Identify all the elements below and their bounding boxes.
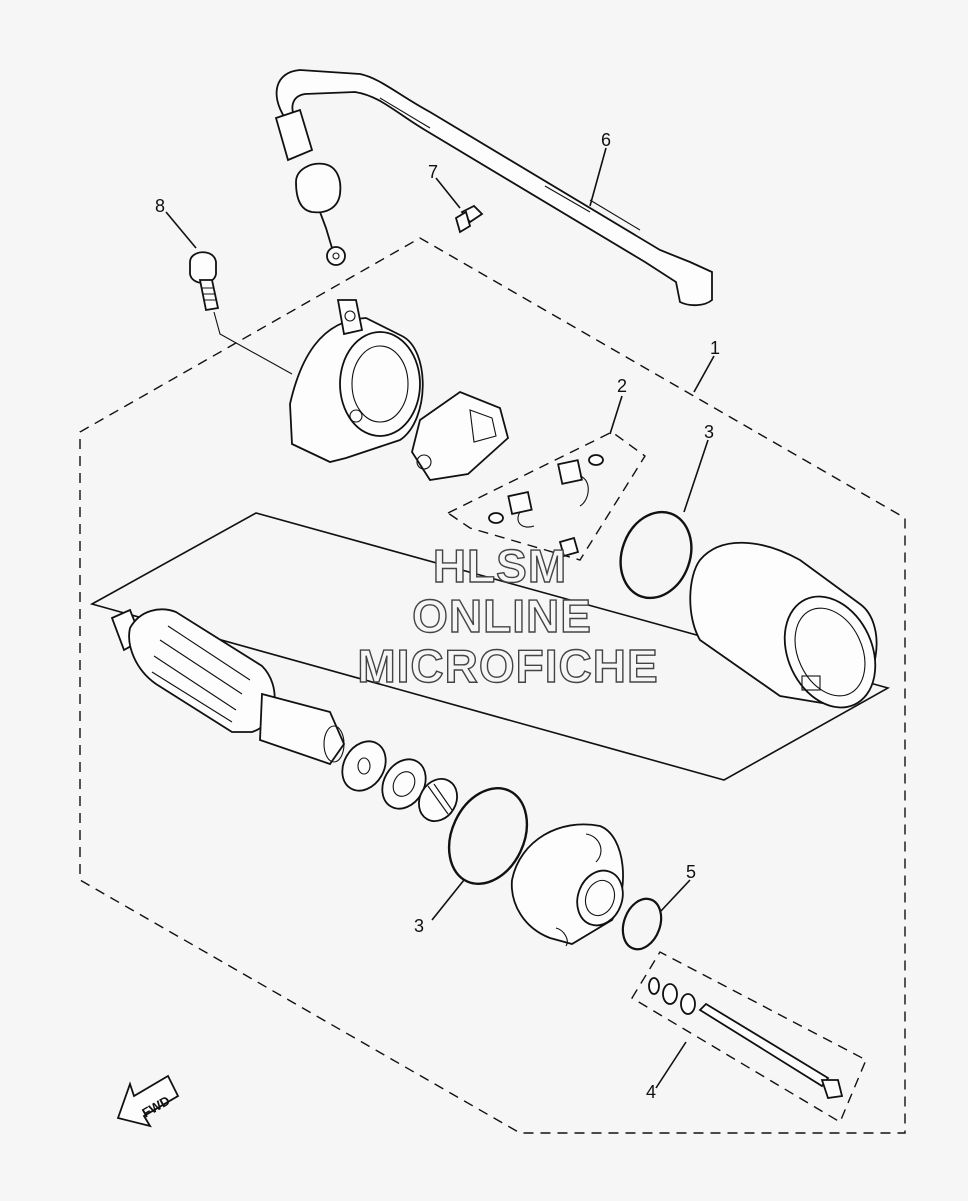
watermark: HLSM ONLINE MICROFICHE — [357, 539, 659, 692]
o-ring-upper — [619, 510, 693, 600]
front-cover — [511, 823, 624, 947]
o-ring-small — [621, 897, 663, 951]
armature-shims — [341, 740, 458, 822]
callout-3-upper: 3 — [704, 422, 714, 442]
o-ring-lower — [447, 786, 529, 886]
brush-set-boundary — [446, 431, 646, 561]
brush-holder — [411, 390, 510, 481]
bolt-kit-boundary — [631, 951, 867, 1124]
bolt-kit — [648, 977, 844, 1099]
fwd-arrow-icon: FWD — [116, 1074, 180, 1128]
callout-2: 2 — [617, 376, 627, 396]
yoke — [689, 541, 878, 709]
callout-7: 7 — [428, 162, 438, 182]
lead-wire — [274, 69, 713, 307]
callout-6: 6 — [601, 130, 611, 150]
screw-7 — [454, 204, 484, 234]
armature-plane — [89, 512, 891, 781]
assembly-boundary — [79, 237, 906, 1134]
brush-set — [488, 454, 604, 558]
callout-4: 4 — [646, 1082, 656, 1102]
callout-1: 1 — [710, 338, 720, 358]
callout-5: 5 — [686, 862, 696, 882]
watermark-line-2: ONLINE — [412, 590, 592, 642]
rear-cover — [289, 299, 424, 463]
watermark-line-3: MICROFICHE — [357, 640, 658, 692]
callout-3-lower: 3 — [414, 916, 424, 936]
leader-lines — [165, 147, 715, 1089]
armature — [110, 608, 346, 766]
bolt-8 — [189, 251, 293, 375]
callout-8: 8 — [155, 196, 165, 216]
watermark-line-1: HLSM — [433, 540, 567, 592]
